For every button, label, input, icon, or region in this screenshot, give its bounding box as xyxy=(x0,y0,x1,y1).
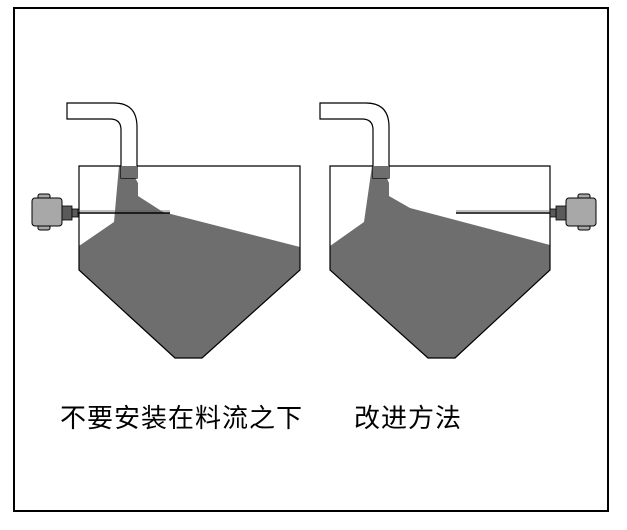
left-material-fill xyxy=(79,166,300,358)
level-sensor-icon xyxy=(31,193,170,231)
feed-pipe-icon xyxy=(66,102,138,179)
diagram-frame xyxy=(13,7,609,512)
right-hopper-outline xyxy=(329,165,551,359)
caption-improved-method: 改进方法 xyxy=(354,404,463,434)
left-hopper-outline xyxy=(78,165,301,359)
level-sensor-icon xyxy=(456,193,597,231)
caption-wrong-installation: 不要安装在料流之下 xyxy=(60,404,304,434)
left-hopper-diagram xyxy=(31,102,301,359)
feed-pipe-icon xyxy=(319,102,390,179)
right-material-fill xyxy=(330,166,550,358)
right-hopper-diagram xyxy=(319,102,597,359)
